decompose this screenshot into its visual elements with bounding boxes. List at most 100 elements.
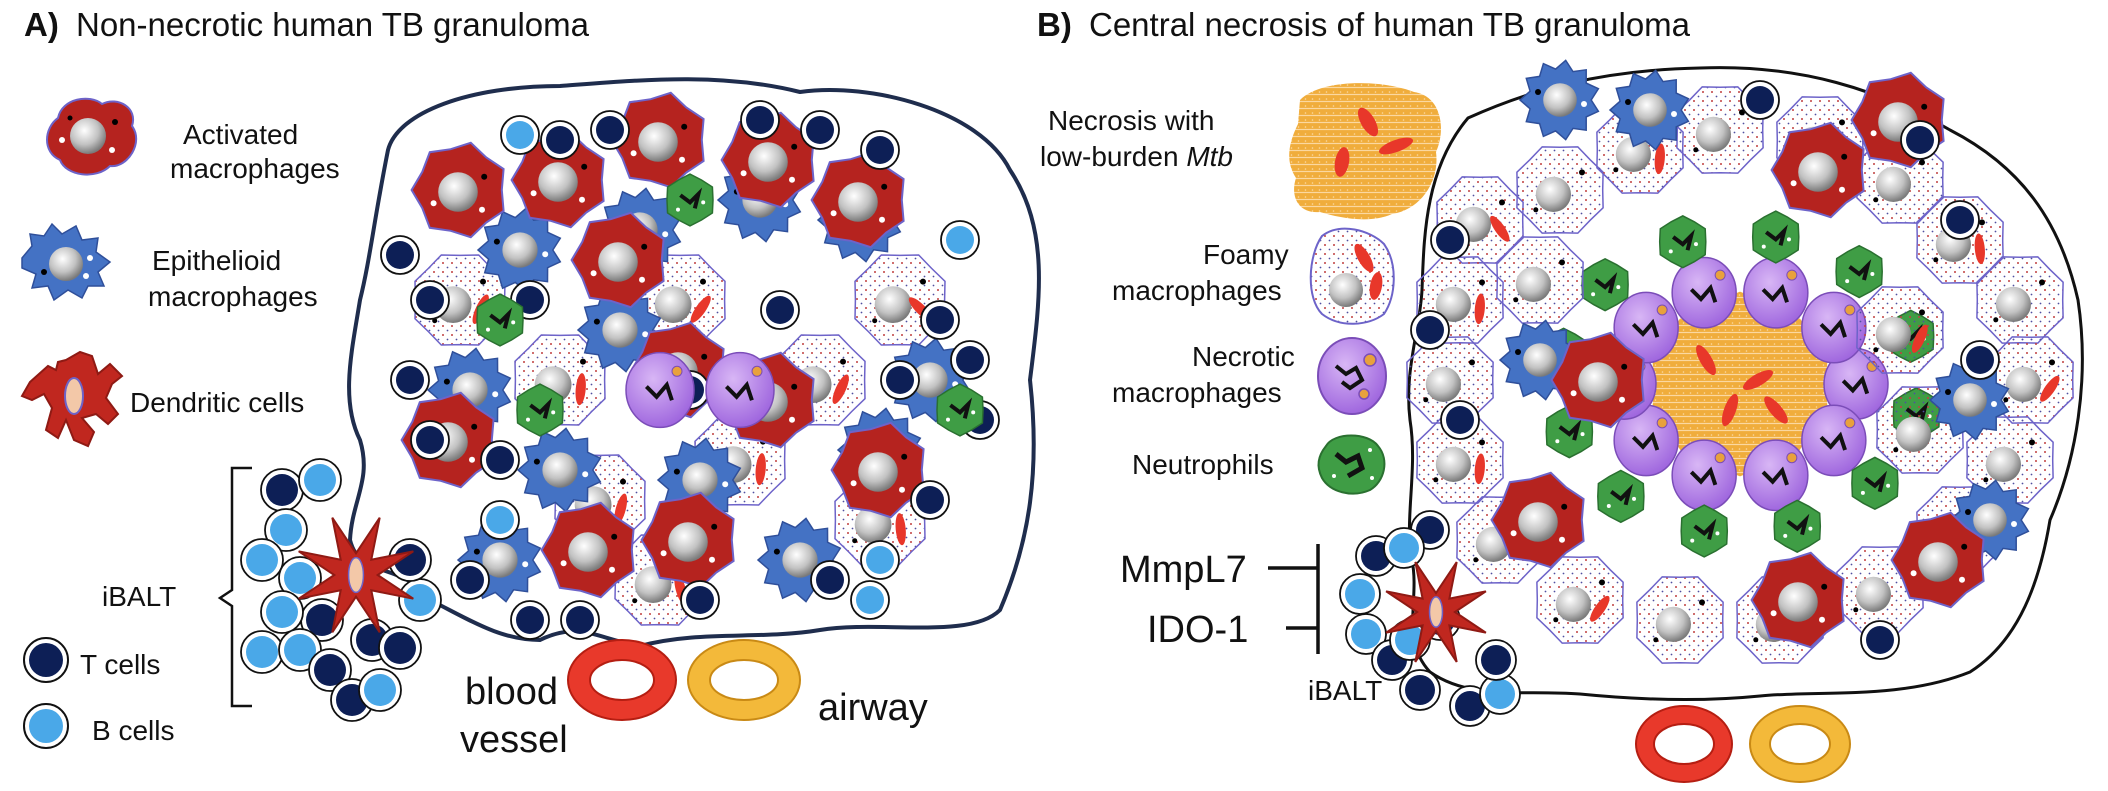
b-cell (240, 538, 284, 582)
legend-activated-macrophage-icon (46, 97, 138, 176)
ibalt-label-b: iBALT (1308, 675, 1382, 706)
t-cell (800, 110, 840, 150)
b-cell (264, 508, 308, 552)
mtb-bacillus (1742, 370, 1774, 390)
legend-necrosis-label-1: Necrosis with (1048, 105, 1214, 136)
epithelioid-macrophage (1608, 69, 1690, 151)
foamy-macrophage (1976, 256, 2064, 344)
inhibitor-lines (1268, 544, 1320, 654)
t-cell (950, 340, 990, 380)
b-cell (260, 590, 304, 634)
granuloma-a-cells (380, 91, 1000, 640)
blood-vessel-b (1635, 705, 1733, 783)
necrotic-macrophage (1671, 256, 1737, 329)
foamy-macrophage (1416, 416, 1504, 504)
neutrophil (516, 383, 564, 437)
legend-necrosis-label-2: low-burden Mtb (1040, 141, 1233, 172)
activated-macrophage (1770, 121, 1865, 219)
legend-t-cell-icon (23, 637, 69, 683)
activated-macrophage (1490, 471, 1585, 569)
activated-macrophage (570, 211, 665, 309)
legend-necrotic-label-2: macrophages (1112, 377, 1282, 408)
activated-macrophage (1750, 551, 1845, 649)
legend-dendritic-label: Dendritic cells (130, 387, 304, 418)
activated-macrophage (540, 501, 635, 599)
dendritic-cell (298, 517, 414, 633)
foamy-macrophage (1536, 556, 1624, 644)
t-cell (1860, 620, 1900, 660)
epithelioid-macrophage (1518, 59, 1600, 141)
t-cell (590, 110, 630, 150)
t-cell (1410, 310, 1450, 350)
t-cell (510, 600, 550, 640)
legend-necrotic-label-1: Necrotic (1192, 341, 1295, 372)
neutrophil (1658, 215, 1707, 269)
activated-macrophage (610, 91, 705, 189)
epithelioid-macrophage (516, 427, 602, 513)
t-cell (920, 300, 960, 340)
t-cell (480, 440, 520, 480)
activated-macrophage (410, 141, 505, 239)
panel-b-title-text: Central necrosis of human TB granuloma (1089, 6, 1691, 43)
t-cell (308, 648, 352, 692)
neutrophil (1597, 469, 1645, 524)
t-cell (1440, 400, 1480, 440)
panel-b-title: B) Central necrosis of human TB granulom… (1037, 6, 1691, 43)
t-cell (540, 120, 580, 160)
activated-macrophage (510, 131, 605, 229)
foamy-macrophage (1916, 196, 2004, 284)
legend-necrosis-label-2-text: low-burden (1040, 141, 1186, 172)
t-cell (1475, 639, 1517, 681)
foamy-macrophage (1986, 336, 2074, 424)
legend-epithelioid-macrophage-icon (21, 222, 112, 302)
necrotic-macrophage (1801, 404, 1867, 477)
neutrophil (936, 383, 984, 437)
panel-b-letter: B) (1037, 6, 1072, 43)
t-cell (410, 280, 450, 320)
t-cell (1940, 200, 1980, 240)
b-cell (1345, 613, 1387, 655)
mmpl7-label: MmpL7 (1120, 549, 1247, 591)
legend-necrotic-macrophage-icon (1317, 337, 1387, 415)
activated-macrophage (1550, 331, 1645, 429)
t-cell (390, 360, 430, 400)
ido1-label: IDO-1 (1147, 609, 1248, 651)
neutrophil (1835, 244, 1883, 299)
t-cell (260, 468, 304, 512)
airway-label: airway (818, 687, 928, 729)
panel-a-title-text: Non-necrotic human TB granuloma (76, 6, 590, 43)
foamy-macrophage (1516, 146, 1604, 234)
b-cell (298, 458, 342, 502)
neutrophil (1773, 499, 1822, 553)
b-cell (398, 578, 442, 622)
neutrophil (1851, 456, 1899, 511)
activated-macrophage (1890, 511, 1985, 609)
b-cell (1339, 573, 1381, 615)
epithelioid-macrophage (476, 207, 562, 293)
t-cell (1960, 340, 2000, 380)
legend-t-cells-label: T cells (80, 649, 160, 680)
b-cell (480, 500, 520, 540)
panel-a: A) Non-necrotic human TB granuloma Activ… (20, 6, 1041, 761)
foamy-macrophage (1966, 416, 2054, 504)
necrotic-macrophage (1671, 439, 1737, 512)
foamy-macrophage (1856, 286, 1944, 374)
ibalt-label-a: iBALT (102, 581, 176, 612)
mtb-bacillus (1696, 344, 1716, 376)
legend-necrosis-mtb-text: Mtb (1186, 141, 1233, 172)
t-cell (410, 420, 450, 460)
necrotic-macrophage (1801, 291, 1867, 364)
b-cell (940, 220, 980, 260)
legend-dendritic-cell-icon (20, 350, 124, 448)
neutrophil (1581, 257, 1629, 312)
t-cell (378, 626, 422, 670)
legend-activated-label-2: macrophages (170, 153, 340, 184)
legend-b-cell-icon (23, 703, 69, 749)
legend-foamy-label-1: Foamy (1203, 239, 1289, 270)
legend-neutrophils-label: Neutrophils (1132, 449, 1274, 480)
panel-a-title: A) Non-necrotic human TB granuloma (24, 6, 590, 43)
legend-foamy-macrophage-icon (1309, 227, 1395, 325)
neutrophil (1751, 210, 1800, 264)
b-cell (850, 580, 890, 620)
